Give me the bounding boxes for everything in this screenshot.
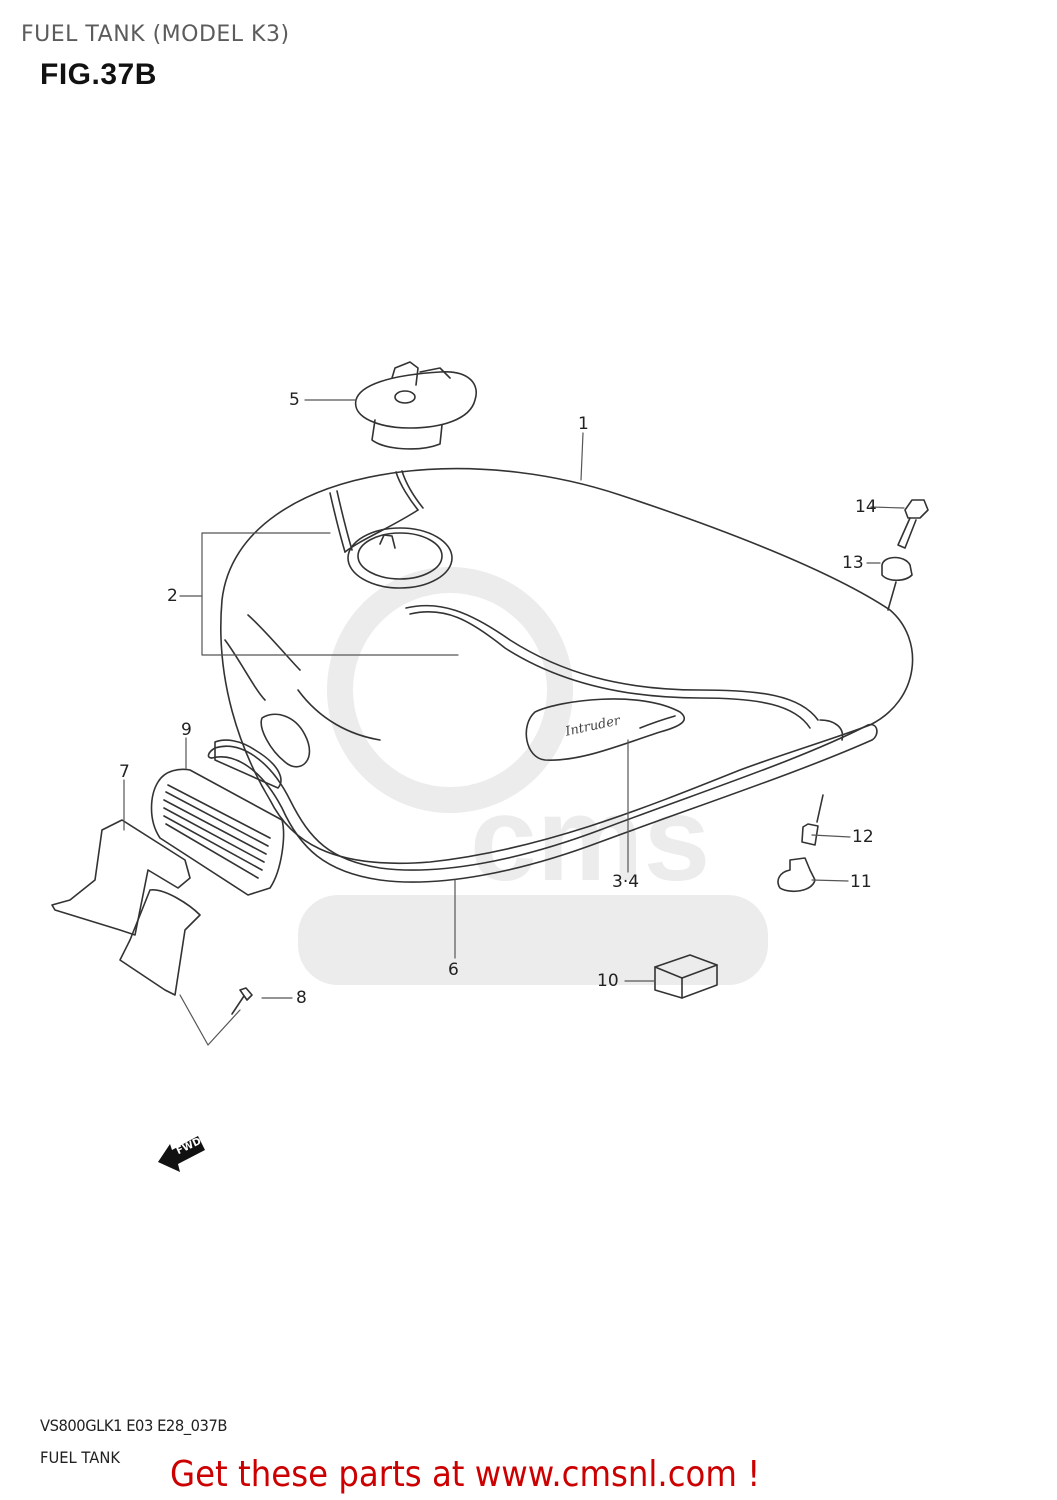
part-label-10[interactable]: 10: [597, 971, 619, 991]
part-label-3-4[interactable]: 3·4: [612, 872, 640, 892]
screw-8: [231, 987, 253, 1015]
leader-lines: [123, 399, 905, 1046]
part-label-13[interactable]: 13: [842, 553, 864, 573]
fwd-arrow-icon: [158, 1136, 205, 1172]
part-label-2[interactable]: 2: [167, 586, 178, 606]
part-label-1[interactable]: 1: [578, 414, 589, 434]
cover-7: [51, 819, 201, 996]
part-label-7[interactable]: 7: [119, 762, 130, 782]
promo-link[interactable]: Get these parts at www.cmsnl.com !: [170, 1454, 761, 1495]
mount-11: [777, 857, 816, 893]
part-label-8[interactable]: 8: [296, 988, 307, 1008]
svg-text:cms: cms: [470, 772, 710, 906]
part-label-14[interactable]: 14: [855, 497, 877, 517]
emblem: [525, 698, 685, 761]
part-label-6[interactable]: 6: [448, 960, 459, 980]
collar-12: [801, 794, 824, 846]
figure-number: FIG.37B: [40, 58, 157, 91]
part-label-9[interactable]: 9: [181, 720, 192, 740]
fuel-cap: [355, 361, 477, 450]
section-name: FUEL TANK: [40, 1448, 121, 1467]
part-label-11[interactable]: 11: [850, 872, 872, 892]
cushion-10: [654, 954, 718, 999]
tank-trim: [207, 723, 878, 883]
watermark-logo: cms: [298, 567, 768, 985]
page-title: FUEL TANK (MODEL K3): [21, 22, 290, 47]
model-code: VS800GLK1 E03 E28_037B: [40, 1416, 227, 1435]
part-label-12[interactable]: 12: [852, 827, 874, 847]
knee-grip-9: [150, 739, 285, 896]
bolt-14: [897, 499, 929, 549]
cushion-13: [881, 556, 913, 611]
part-label-5[interactable]: 5: [289, 390, 300, 410]
